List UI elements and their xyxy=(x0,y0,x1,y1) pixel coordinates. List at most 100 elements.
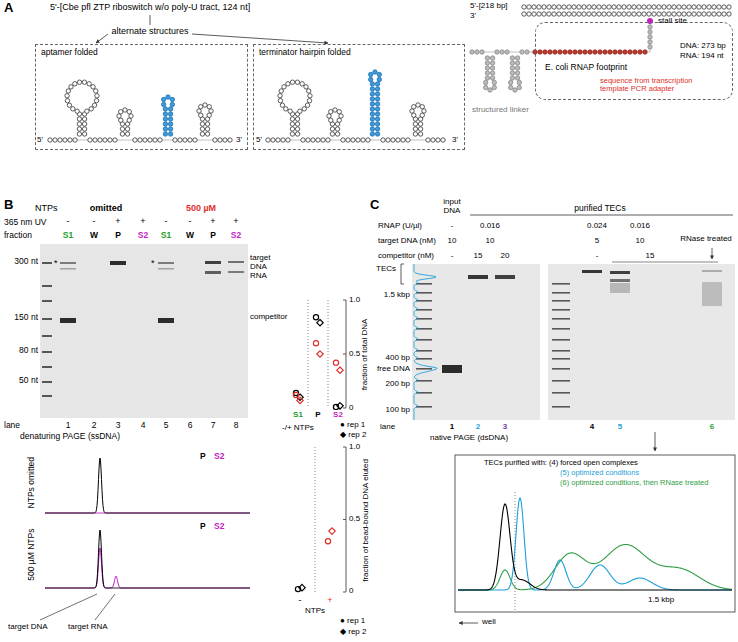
divider xyxy=(328,300,329,408)
axis-tick xyxy=(343,519,346,520)
figure-label: 20 xyxy=(501,252,510,261)
nucleotide xyxy=(63,138,67,142)
figure-label: competitor xyxy=(250,313,287,322)
nucleotide xyxy=(515,56,519,60)
nucleotide xyxy=(632,12,636,16)
figure-label: 5 xyxy=(595,237,599,246)
nucleotide xyxy=(647,12,651,16)
nucleotide xyxy=(183,138,187,142)
nucleotide xyxy=(622,12,626,16)
panel-c-art xyxy=(401,215,735,623)
density-trace xyxy=(458,504,732,590)
figure-label: S2 xyxy=(231,231,241,240)
nucleotide xyxy=(326,138,330,142)
nucleotide xyxy=(82,122,86,126)
figure-label: * xyxy=(151,259,155,269)
figure-label: 3' xyxy=(236,136,242,145)
nucleotide xyxy=(129,114,133,118)
figure-label: target DNA (nM) xyxy=(378,237,436,246)
nucleotide xyxy=(168,117,172,121)
nucleotide xyxy=(205,132,209,136)
nucleotide xyxy=(67,103,71,107)
nucleotide xyxy=(682,12,686,16)
gel xyxy=(548,264,735,420)
ladder-band xyxy=(42,262,52,264)
nucleotide xyxy=(702,12,706,16)
nucleotide xyxy=(652,12,656,16)
nucleotide xyxy=(138,138,142,142)
data-point xyxy=(297,397,303,403)
leader-line xyxy=(40,594,97,620)
nucleotide xyxy=(510,66,514,70)
nucleotide xyxy=(87,82,91,86)
figure-label: 7 xyxy=(211,421,216,430)
nucleotide xyxy=(82,127,86,131)
figure-label: 10 xyxy=(636,237,645,246)
nucleotide xyxy=(280,103,284,107)
data-point xyxy=(313,315,318,320)
figure-label: 15 xyxy=(474,252,483,261)
nucleotide xyxy=(488,88,492,92)
figure-label: TECs purified with: (4) forced open comp… xyxy=(484,459,638,467)
nucleotide xyxy=(510,76,514,80)
nucleotide xyxy=(483,85,487,89)
ladder-band xyxy=(416,292,432,294)
figure-label: target xyxy=(250,254,270,263)
region-label: terminator hairpin folded xyxy=(259,48,464,57)
density-trace xyxy=(45,530,250,588)
nucleotide xyxy=(508,80,512,84)
nucleotide xyxy=(722,12,726,16)
ladder-band xyxy=(552,392,570,394)
nucleotide xyxy=(667,5,671,9)
ladder-band xyxy=(416,406,432,408)
nucleotide xyxy=(123,108,127,112)
nucleotide xyxy=(672,12,676,16)
nucleotide xyxy=(375,117,379,121)
figure-label: 80 nt xyxy=(19,346,38,355)
nucleotide xyxy=(510,61,514,65)
gel xyxy=(40,244,248,418)
nucleotide xyxy=(627,5,631,9)
figure-label: P xyxy=(200,452,206,461)
data-point xyxy=(293,392,298,397)
nucleotide xyxy=(335,127,339,131)
ladder-band xyxy=(416,380,432,382)
data-point xyxy=(329,528,335,534)
nucleotide xyxy=(375,127,379,131)
figure-label: ◆ rep 2 xyxy=(340,628,366,637)
nucleotide xyxy=(697,5,701,9)
nucleotide xyxy=(490,61,494,65)
nucleotide xyxy=(168,122,172,126)
nucleotide xyxy=(321,138,325,142)
pointer-arrow xyxy=(655,432,656,451)
nucleotide xyxy=(617,12,621,16)
figure-label: - xyxy=(596,252,599,261)
ladder-band xyxy=(552,358,570,360)
figure-label: 3 xyxy=(503,423,507,432)
nucleotide xyxy=(558,50,562,54)
nucleotide xyxy=(329,118,333,122)
figure-label: P xyxy=(210,231,216,240)
nucleotide xyxy=(401,138,405,142)
nucleotide xyxy=(333,108,337,112)
nucleotide xyxy=(386,138,390,142)
nucleotide xyxy=(608,50,612,54)
ladder-band xyxy=(416,300,432,302)
well-arrow xyxy=(459,623,478,624)
nucleotide xyxy=(168,127,172,131)
nucleotide xyxy=(200,127,204,131)
nucleotide xyxy=(311,138,315,142)
nucleotide xyxy=(490,66,494,70)
nucleotide xyxy=(637,12,641,16)
ladder-band xyxy=(552,283,570,285)
nucleotide xyxy=(168,112,172,116)
data-point xyxy=(317,351,323,357)
gel-band xyxy=(158,268,174,270)
nucleotide xyxy=(161,102,165,106)
nucleotide xyxy=(98,138,102,142)
bracket-rule xyxy=(612,262,718,263)
figure-label: + xyxy=(233,217,238,227)
nucleotide xyxy=(163,107,167,111)
gel-band xyxy=(60,318,76,323)
nucleotide xyxy=(119,110,123,114)
